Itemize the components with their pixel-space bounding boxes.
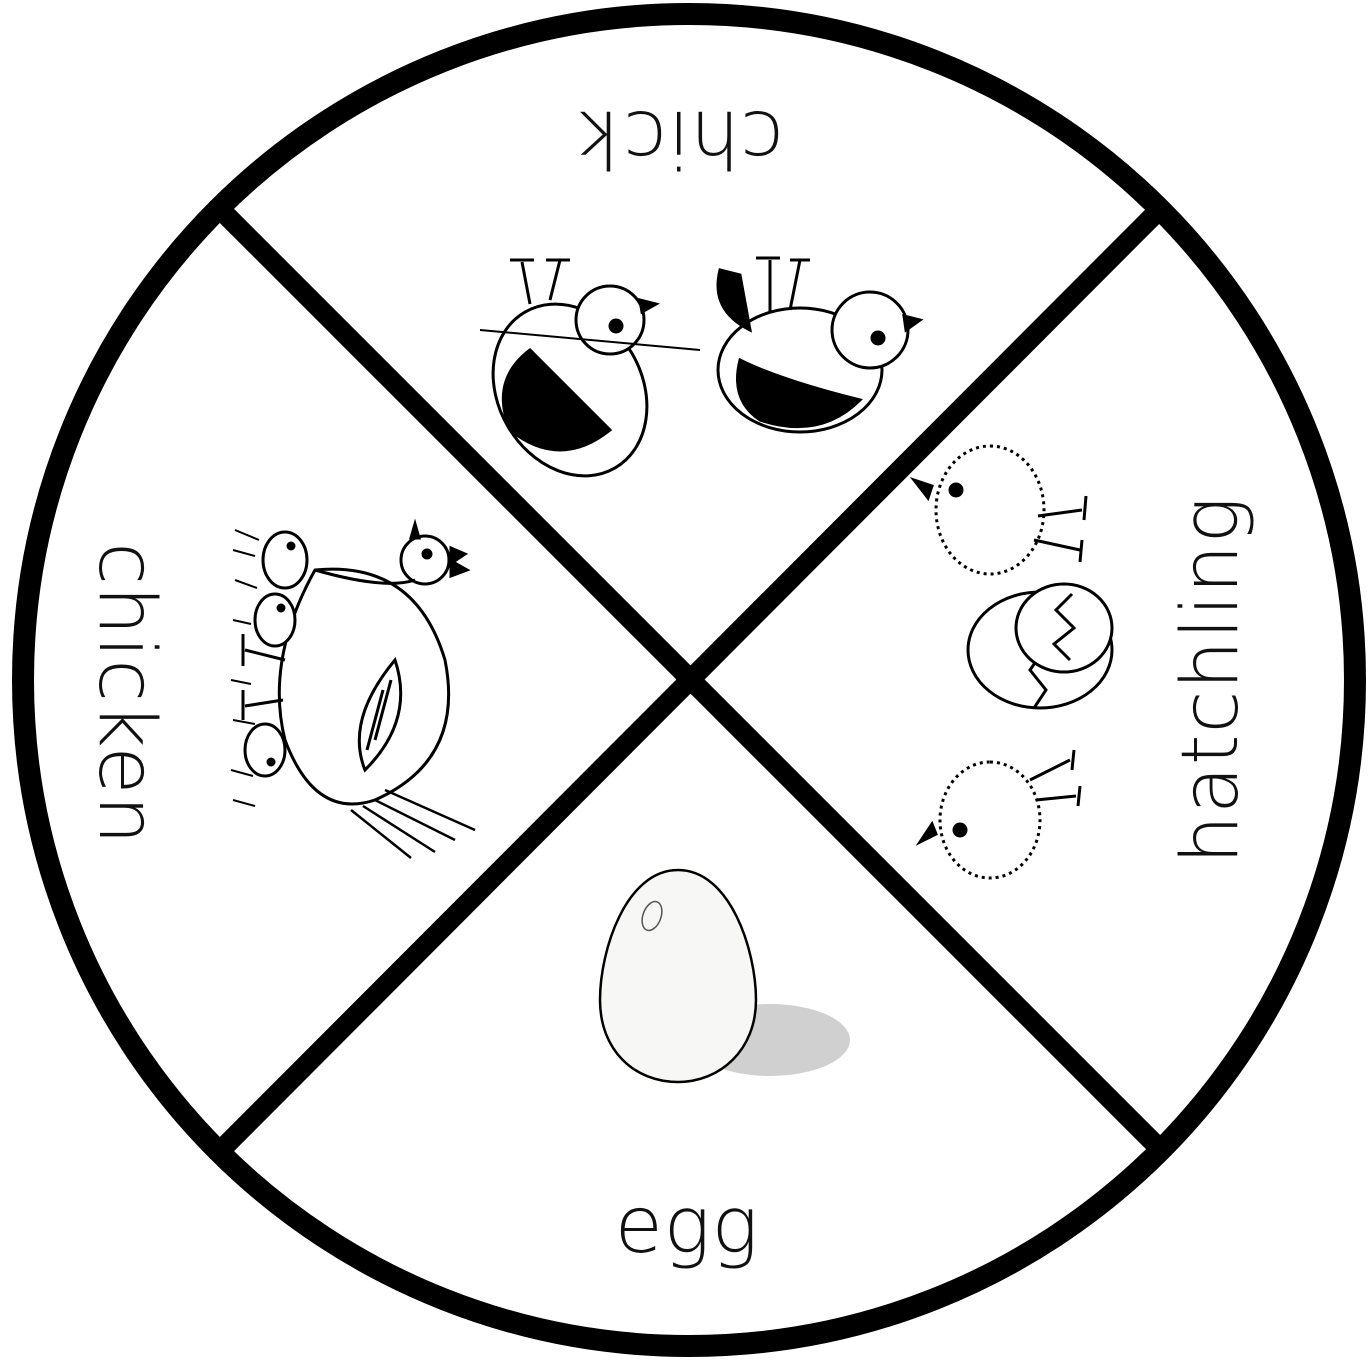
- wheel-hub: [676, 666, 704, 694]
- label-chicken: chicken: [81, 542, 171, 846]
- label-chick: chick: [576, 93, 783, 183]
- label-hatchling: hatchling: [1166, 496, 1256, 865]
- label-egg: egg: [615, 1181, 760, 1271]
